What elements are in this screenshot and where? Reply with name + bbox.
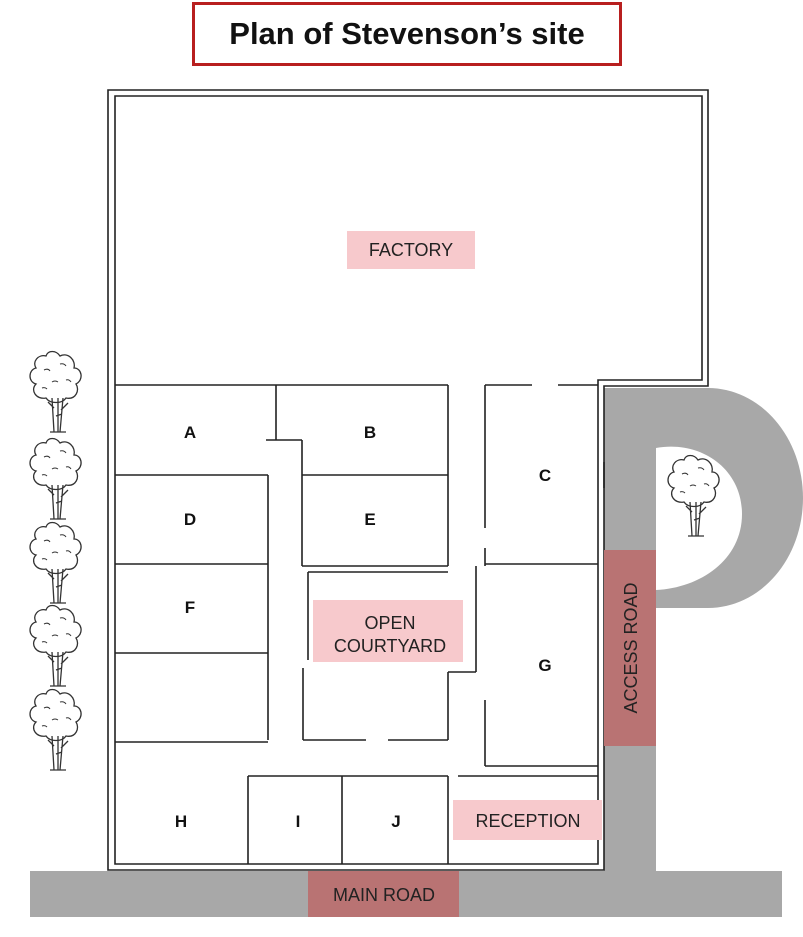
factory-label: FACTORY bbox=[369, 240, 453, 260]
room-i-label: I bbox=[296, 812, 301, 831]
courtyard-label-line2: COURTYARD bbox=[334, 636, 446, 656]
room-h-label: H bbox=[175, 812, 187, 831]
main-road-highlight bbox=[308, 871, 459, 917]
reception-label: RECEPTION bbox=[475, 811, 580, 831]
room-d-label: D bbox=[184, 510, 196, 529]
interior-walls bbox=[115, 384, 605, 864]
courtyard-highlight bbox=[313, 600, 463, 662]
tree-icon bbox=[29, 604, 82, 687]
courtyard-label-line1: OPEN bbox=[364, 613, 415, 633]
tree-icon bbox=[29, 521, 82, 604]
building-walls bbox=[107, 89, 709, 871]
room-b-label: B bbox=[364, 423, 376, 442]
room-c-label: C bbox=[539, 466, 551, 485]
room-j-label: J bbox=[391, 812, 400, 831]
room-f-label: F bbox=[185, 598, 195, 617]
access-road-highlight bbox=[604, 550, 656, 746]
factory-highlight bbox=[347, 231, 475, 269]
room-g-label: G bbox=[538, 656, 551, 675]
tree-icon bbox=[29, 688, 82, 771]
access-road-label: ACCESS ROAD bbox=[621, 582, 641, 713]
room-e-label: E bbox=[364, 510, 375, 529]
page-title: Plan of Stevenson’s site bbox=[192, 2, 622, 66]
reception-highlight bbox=[453, 800, 602, 840]
access-road bbox=[604, 388, 803, 871]
main-road-label: MAIN ROAD bbox=[333, 885, 435, 905]
tree-icon bbox=[29, 437, 82, 520]
tree-icon bbox=[29, 350, 82, 433]
tree-icon bbox=[667, 454, 720, 537]
room-a-label: A bbox=[184, 423, 196, 442]
